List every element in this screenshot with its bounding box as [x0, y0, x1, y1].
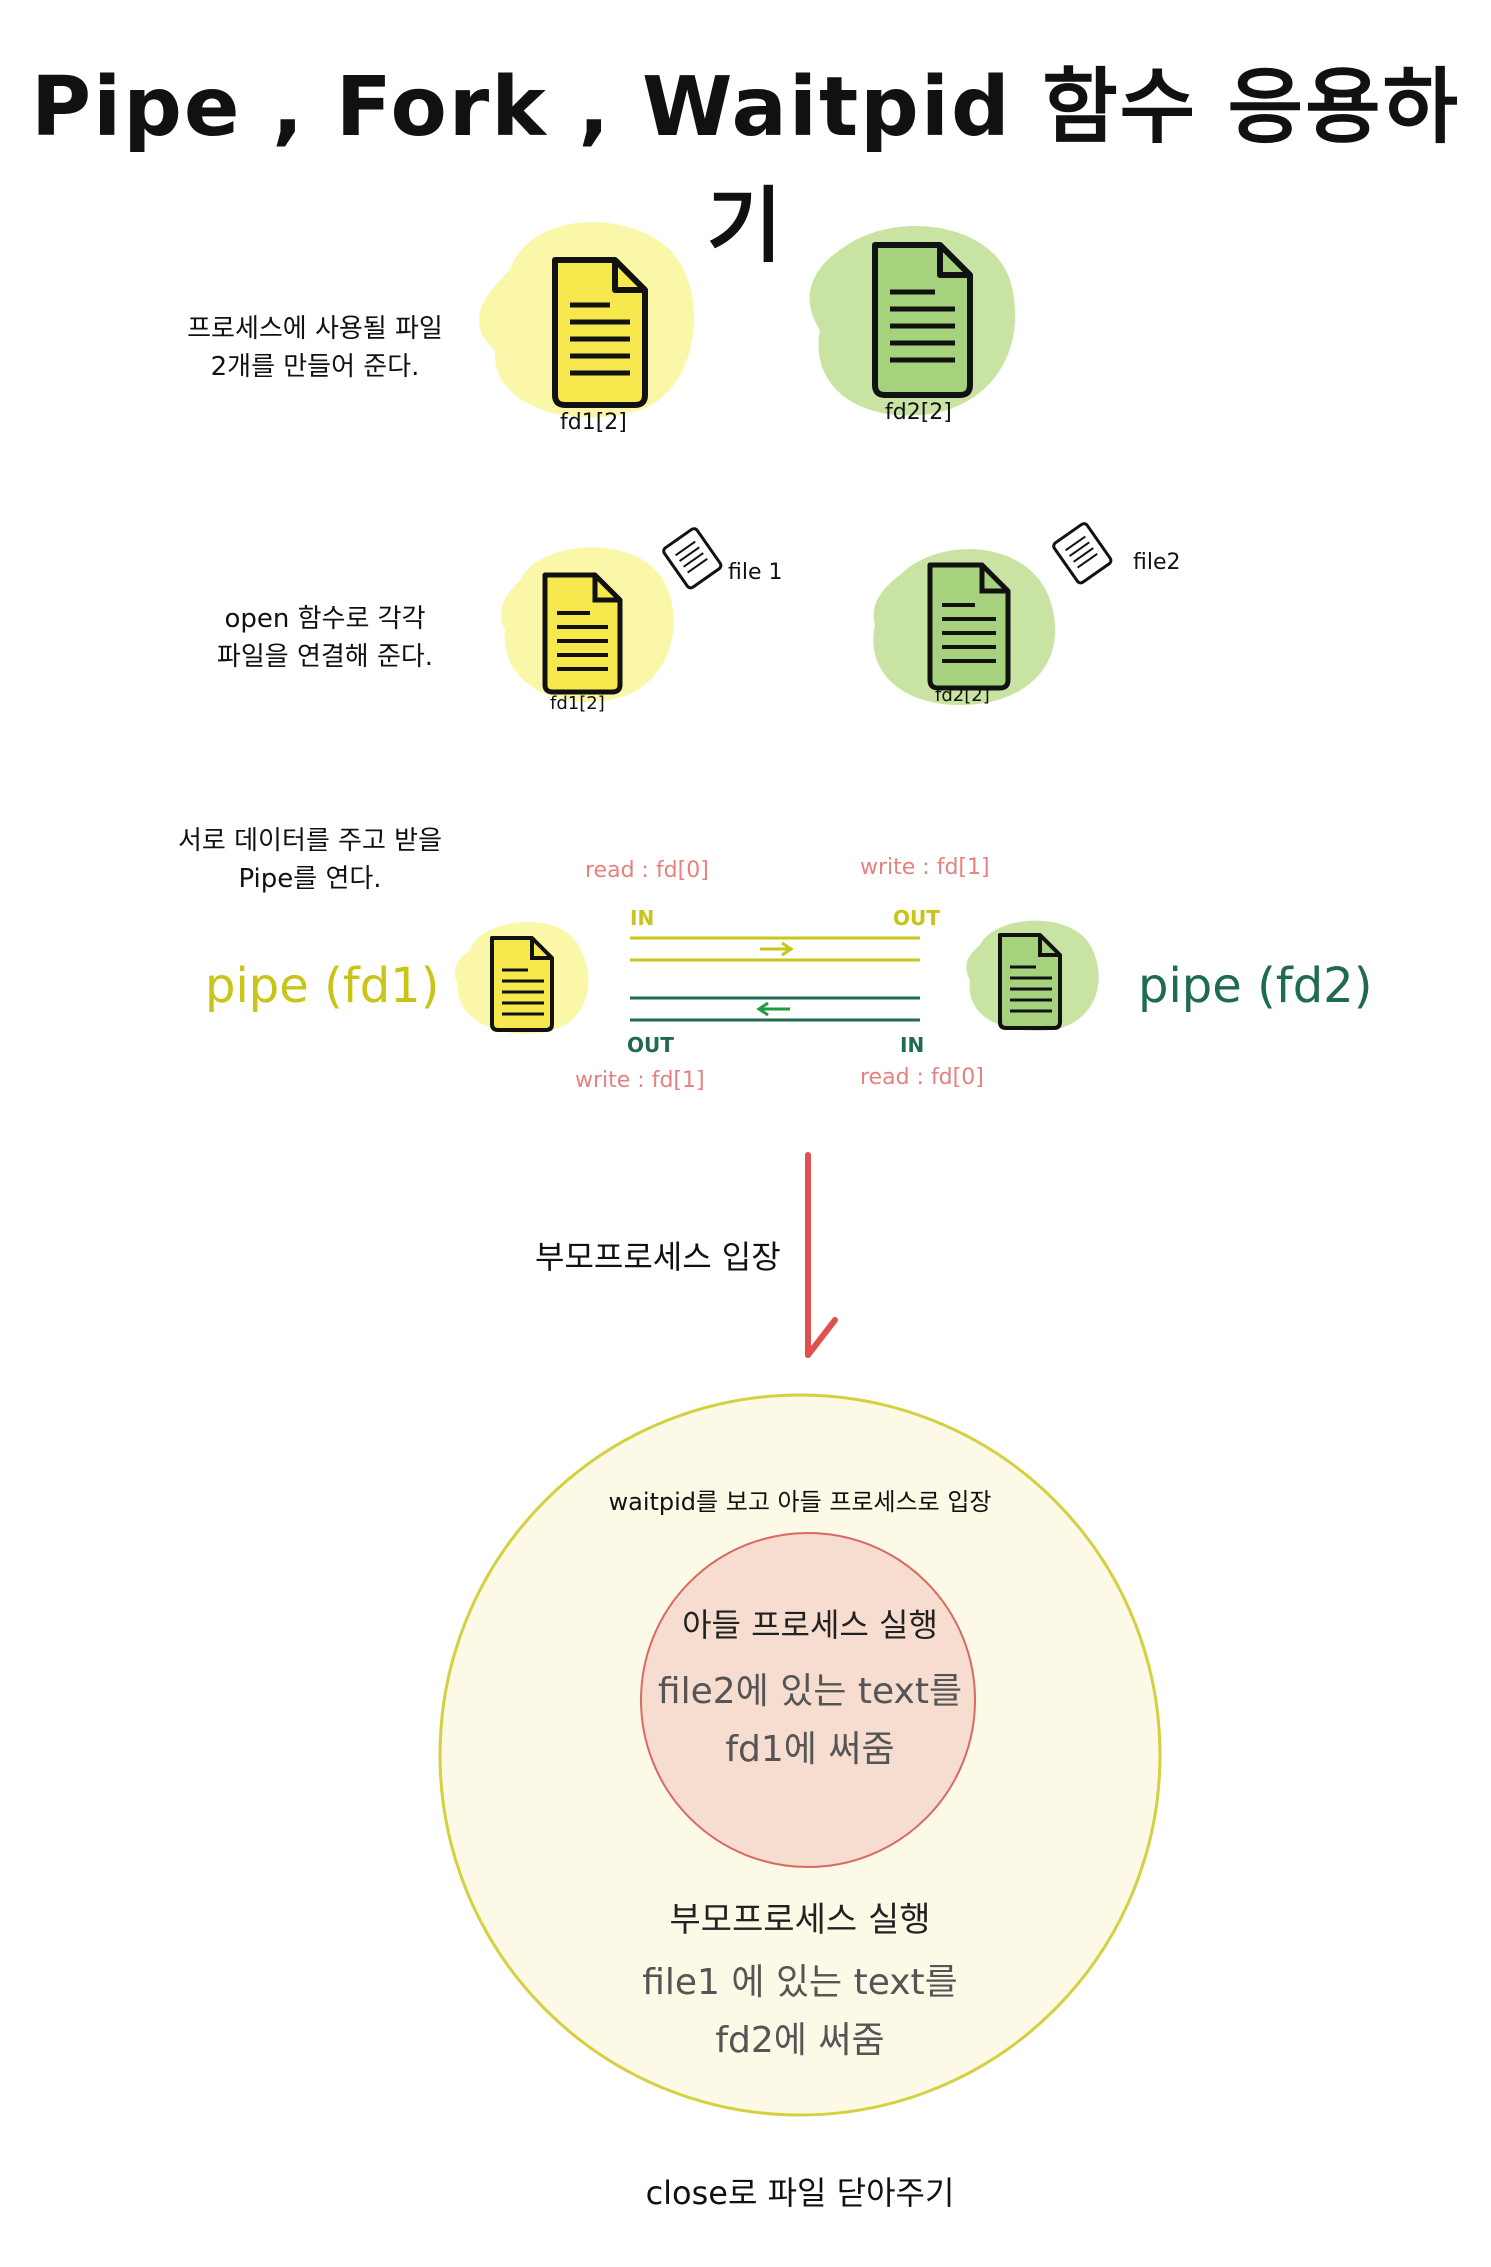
step1-note-line2: 2개를 만들어 준다. — [210, 352, 420, 382]
step1-note-line1: 프로세스에 사용될 파일 — [187, 314, 443, 344]
parent-process-title: 부모프로세스 실행 — [669, 1900, 931, 1940]
step2-files — [500, 522, 1113, 705]
child-process-circle — [640, 1532, 976, 1868]
step1-fd1-label: fd1[2] — [560, 410, 627, 435]
pipe-diagram — [454, 920, 1099, 1034]
step2-fd2-label: fd2[2] — [935, 685, 990, 706]
step3-note: 서로 데이터를 주고 받을 Pipe를 연다. — [160, 822, 460, 898]
step2-fd2-document-icon — [873, 549, 1056, 705]
fd2-document-icon — [809, 226, 1016, 416]
process-circles — [438, 1393, 1162, 2117]
write-fd1-top: write : fd[1] — [860, 855, 990, 880]
read-fd0-bottom: read : fd[0] — [860, 1065, 984, 1090]
parent-process-line2: fd2에 써줌 — [715, 2020, 885, 2061]
arrow-left-icon — [756, 1001, 790, 1017]
step2-file1-label: file 1 — [728, 560, 783, 585]
step2-fd1-label: fd1[2] — [550, 693, 605, 714]
fd1-document-icon — [478, 222, 694, 418]
child-process-text: 아들 프로세스 실행 file2에 있는 text를 fd1에 써줌 — [640, 1600, 980, 1772]
step3-note-line1: 서로 데이터를 주고 받을 — [178, 826, 442, 856]
child-process-line1: file2에 있는 text를 — [657, 1671, 963, 1712]
pipe-fd1-label: pipe (fd1) — [205, 958, 440, 1014]
pipe2-document-icon — [966, 920, 1099, 1031]
step3-note-line2: Pipe를 연다. — [238, 864, 382, 894]
step2-note-line1: open 함수로 각각 — [224, 604, 426, 634]
close-note: close로 파일 닫아주기 — [645, 2174, 955, 2212]
waitpid-caption: waitpid를 보고 아들 프로세스로 입장 — [608, 1488, 992, 1516]
step2-file2-label: file2 — [1133, 550, 1181, 575]
read-fd0-top: read : fd[0] — [585, 858, 709, 883]
pipe-out-top: OUT — [893, 906, 940, 930]
step2-fd1-document-icon — [500, 547, 674, 702]
page-title: Pipe , Fork , Waitpid 함수 응용하기 — [31, 60, 1460, 274]
step1-fd2-label: fd2[2] — [885, 400, 952, 425]
write-fd1-bottom: write : fd[1] — [575, 1068, 705, 1093]
pipe-out-bottom: OUT — [627, 1033, 674, 1057]
child-process-line2: fd1에 써줌 — [725, 1729, 895, 1770]
parent-enter-label: 부모프로세스 입장 — [535, 1238, 781, 1276]
pipe-in-bottom: IN — [900, 1033, 925, 1057]
step1-note: 프로세스에 사용될 파일 2개를 만들어 준다. — [150, 310, 480, 386]
file1-small-file-icon — [662, 527, 723, 590]
step2-note: open 함수로 각각 파일을 연결해 준다. — [185, 600, 465, 676]
child-process-title: 아들 프로세스 실행 — [682, 1606, 938, 1644]
pipe1-document-icon — [454, 921, 589, 1034]
pipe-in-top: IN — [630, 906, 655, 930]
down-arrow-icon — [805, 1152, 838, 1358]
file2-small-file-icon — [1052, 522, 1113, 585]
pipe-fd2-label: pipe (fd2) — [1138, 958, 1373, 1014]
parent-process-text: 부모프로세스 실행 file1 에 있는 text를 fd2에 써줌 — [600, 1892, 1000, 2063]
step2-note-line2: 파일을 연결해 준다. — [216, 642, 434, 672]
parent-process-line1: file1 에 있는 text를 — [642, 1962, 958, 2003]
arrow-right-icon — [760, 941, 794, 957]
step1-files — [478, 222, 1016, 418]
